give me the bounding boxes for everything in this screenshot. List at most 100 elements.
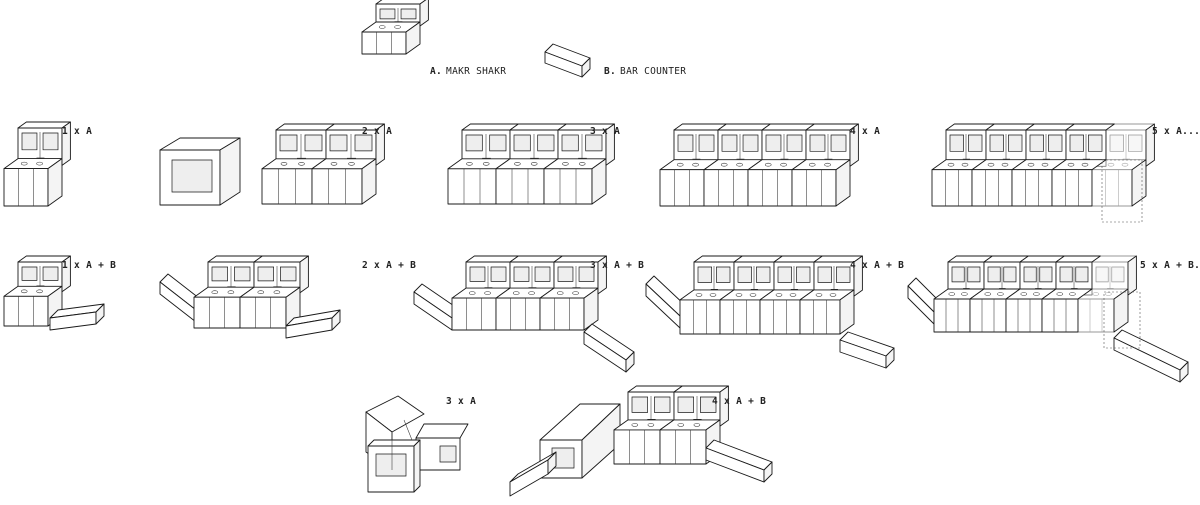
fixture [764,162,772,167]
fixture [987,162,995,167]
module-top [1055,255,1101,263]
module-top [509,123,567,131]
screen [561,134,579,152]
r2-3xA+B-bar-right [583,323,635,373]
fixture [1027,162,1035,167]
fixture [1067,162,1075,167]
bar-end [625,351,635,373]
counter-front [759,299,801,335]
screen [354,134,373,152]
fixture [736,162,743,167]
fixture [647,423,655,427]
screen [257,266,274,282]
screen [513,134,531,152]
screen [742,134,759,152]
fixture [530,162,538,166]
bar-end [581,57,591,78]
fixture [578,162,586,166]
r2-4xA+B-module-1 [679,255,743,335]
counter-front [969,298,1007,333]
fixture [948,292,956,296]
module-top [461,123,519,131]
counter-front [613,429,661,465]
panel-side [375,123,385,166]
screen [836,266,851,283]
counter-front [799,299,841,335]
fixture [484,291,491,295]
fixture [815,293,823,297]
screen [700,396,717,413]
screen [513,266,530,282]
r3-bar-right [705,439,773,483]
module-top [1065,123,1115,131]
screen [796,266,811,283]
detail-line [403,419,413,441]
screen [716,266,731,283]
label-5xA: 5 x A... [1152,126,1200,137]
counter-front [1005,298,1043,333]
screen [1023,266,1037,283]
counter-front [495,168,545,205]
counter-front [931,169,973,207]
counter-front [791,169,837,207]
fixture [695,293,703,297]
screen [578,266,595,282]
label-1xA: 1 x A [62,126,92,137]
fixture [482,162,490,166]
fixture [789,293,797,297]
counter-front [659,169,705,207]
legend-makr-shakr-icon [361,0,427,55]
counter-front [1091,169,1133,207]
fixture [330,162,338,166]
screen [1059,266,1073,283]
module-side [835,159,851,207]
fixture [780,162,787,167]
cluster-top-c [367,439,421,447]
r2-3xA+B-module-2 [495,255,563,331]
panel-side [1145,123,1155,167]
fixture [257,290,265,294]
enclosure-side [219,137,241,206]
module-side [839,289,855,335]
label-1xA+B: 1 x A + B [62,260,116,271]
r1-1xA [3,121,71,207]
screen [234,266,251,282]
fixture [394,25,401,29]
fixture [1056,292,1064,296]
module-side [405,21,421,55]
label-4xA+B-corner: 4 x A + B [712,396,766,407]
screen [951,266,965,283]
screen [585,134,603,152]
fixture [829,293,837,297]
panel-side [299,255,309,294]
label-4xA: 4 x A [850,126,880,137]
counter-front [361,31,407,55]
screen [1111,266,1125,283]
screen [698,134,715,152]
module-side [591,158,607,205]
fixture [280,162,288,166]
screen [21,266,38,281]
r2-4xA+B-module-2 [719,255,783,335]
screen [537,134,555,152]
fixture [1069,292,1076,296]
counter-front [747,169,793,207]
counter-front [261,168,313,205]
counter-front [1041,298,1079,333]
panel-side [1127,255,1137,296]
screen [42,132,59,151]
panel-side [419,0,429,27]
r1-3xA-module-3 [543,123,615,205]
label-5xA+B: 5 x A + B... [1140,260,1200,271]
module-side [1113,288,1129,333]
fixture [808,162,816,167]
panel-side [853,255,863,297]
r2-3xA+B-module-1 [451,255,519,331]
r1-3xA-module-2 [495,123,567,205]
panel-side [61,121,71,166]
fixture [1107,162,1115,167]
screen [756,266,771,283]
label-2xA+B: 2 x A + B [362,260,416,271]
r2-3xA+B-module-3 [539,255,607,331]
counter-front [543,168,593,205]
